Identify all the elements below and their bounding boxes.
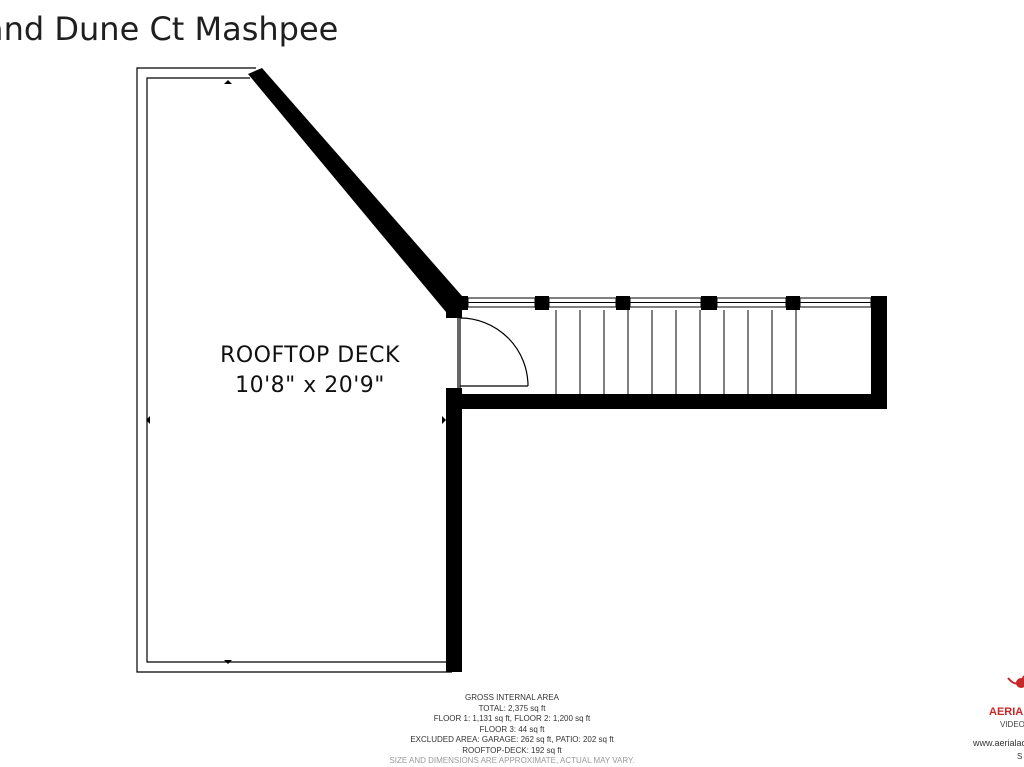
dimension-markers — [146, 80, 446, 664]
logo-url: www.aerialac — [973, 738, 1024, 748]
logo-graphic — [1007, 675, 1024, 688]
room-dimensions: 10'8" x 20'9" — [235, 373, 385, 398]
diagonal-wall — [248, 68, 462, 318]
area-heading: GROSS INTERNAL AREA — [465, 693, 559, 702]
area-floor-3: FLOOR 3: 44 sq ft — [479, 724, 545, 734]
door-swing — [457, 317, 529, 388]
area-rooftop: ROOFTOP-DECK: 192 sq ft — [462, 745, 562, 755]
room-name: ROOFTOP DECK — [220, 343, 400, 368]
plan-title: and Dune Ct Mashpee — [0, 10, 339, 48]
area-excluded: EXCLUDED AREA: GARAGE: 262 sq ft, PATIO:… — [410, 735, 614, 744]
stair-treads — [555, 310, 797, 394]
area-floors-1-2: FLOOR 1: 1,131 sq ft, FLOOR 2: 1,200 sq … — [433, 714, 591, 723]
logo-tail: S — [1017, 752, 1023, 761]
logo-sub: VIDEO — [1000, 720, 1024, 729]
area-total: TOTAL: 2,375 sq ft — [478, 703, 546, 713]
deck-railing — [136, 67, 452, 673]
logo-brand: AERIAL — [989, 706, 1024, 718]
area-disclaimer: SIZE AND DIMENSIONS ARE APPROXIMATE, ACT… — [389, 756, 635, 765]
deck-right-wall — [446, 388, 462, 672]
area-summary: GROSS INTERNAL AREA TOTAL: 2,375 sq ft F… — [362, 693, 662, 767]
stair-enclosure — [446, 296, 887, 409]
